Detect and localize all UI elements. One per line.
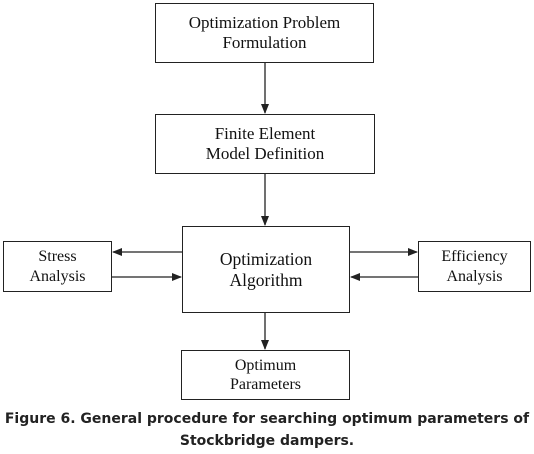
box-label: Stress Analysis [29, 248, 86, 285]
optimization-problem-formulation-box: Optimization Problem Formulation [155, 3, 374, 63]
box-label: Finite Element Model Definition [205, 123, 325, 163]
finite-element-model-definition-box: Finite Element Model Definition [155, 114, 375, 174]
optimization-algorithm-box: Optimization Algorithm [182, 226, 350, 313]
stress-analysis-box: Stress Analysis [3, 241, 112, 292]
optimum-parameters-box: Optimum Parameters [181, 350, 350, 400]
box-label: Efficiency Analysis [441, 248, 508, 285]
caption-line-1: Figure 6. General procedure for searchin… [4, 411, 530, 427]
box-label: Optimization Problem Formulation [188, 12, 341, 52]
box-label: Optimization Algorithm [219, 248, 313, 290]
box-label: Optimum Parameters [229, 356, 302, 393]
figure-caption: Figure 6. General procedure for searchin… [0, 408, 534, 452]
efficiency-analysis-box: Efficiency Analysis [418, 241, 531, 292]
caption-line-2: Stockbridge dampers. [179, 433, 355, 449]
